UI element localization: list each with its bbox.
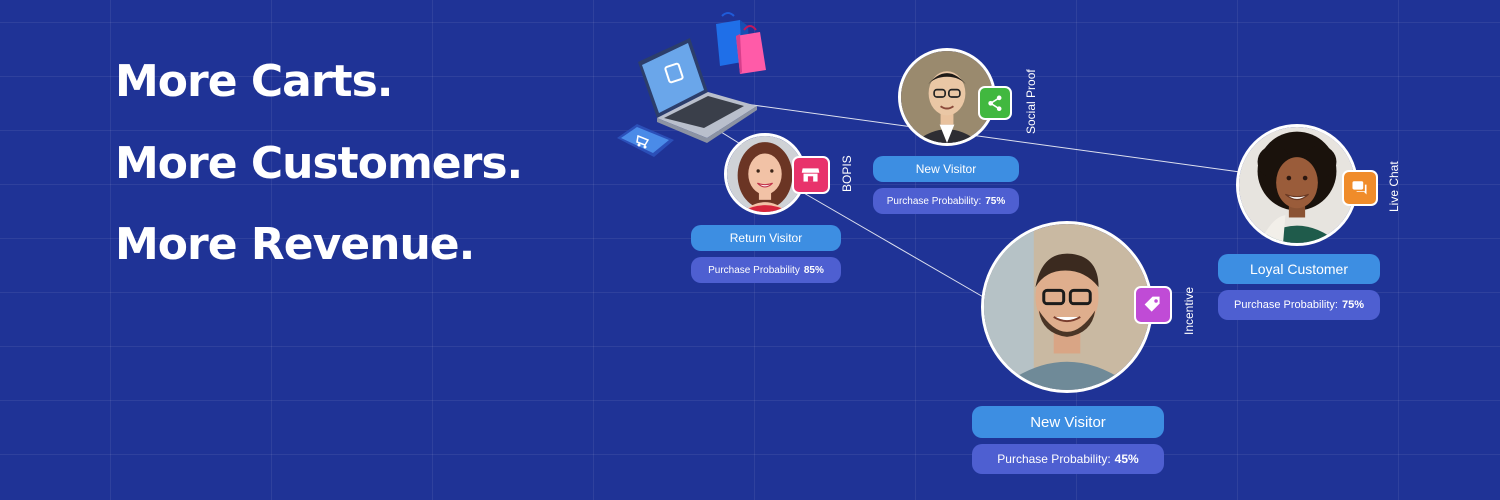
channel-label-social-proof: Social Proof [1024,69,1038,134]
headline-line-1: More Carts. [115,56,393,107]
visitor-title-loyal: Loyal Customer [1218,254,1380,284]
visitor-title-text: New Visitor [915,162,977,176]
avatar-new-visitor-incentive [981,221,1153,393]
probability-value: 85% [803,264,824,276]
visitor-title-return: Return Visitor [691,225,841,251]
avatar-return-visitor [724,133,806,215]
probability-label: Purchase Probability: [886,195,982,207]
chat-icon [1342,170,1378,206]
probability-label: Purchase Probability [708,264,800,276]
tag-icon [1134,286,1172,324]
avatar-new-visitor-social [898,48,996,146]
shopping-bags-icon [716,12,766,74]
channel-label-bopis: BOPIS [840,155,854,192]
visitor-title-text: Return Visitor [729,231,803,245]
channel-label-live-chat: Live Chat [1387,161,1401,212]
headline-line-3: More Revenue. [115,219,475,270]
headline-line-2: More Customers. [115,138,523,189]
share-icon [978,86,1012,120]
probability-value: 75% [1341,299,1364,311]
purchase-probability-loyal: Purchase Probability:75% [1218,290,1380,320]
visitor-title-new-social: New Visitor [873,156,1019,182]
visitor-title-text: Loyal Customer [1249,261,1349,277]
avatar-loyal-customer [1236,124,1358,246]
visitor-title-text: New Visitor [1030,413,1106,431]
purchase-probability-new-social: Purchase Probability:75% [873,188,1019,214]
probability-label: Purchase Probability: [1234,299,1338,311]
visitor-title-new-incentive: New Visitor [972,406,1164,438]
probability-value: 45% [1114,452,1139,466]
probability-value: 75% [985,195,1006,207]
purchase-probability-new-incentive: Purchase Probability:45% [972,444,1164,474]
laptop-icon [617,38,757,157]
storefront-icon [792,156,830,194]
probability-label: Purchase Probability: [997,452,1111,466]
channel-label-incentive: Incentive [1182,286,1196,335]
